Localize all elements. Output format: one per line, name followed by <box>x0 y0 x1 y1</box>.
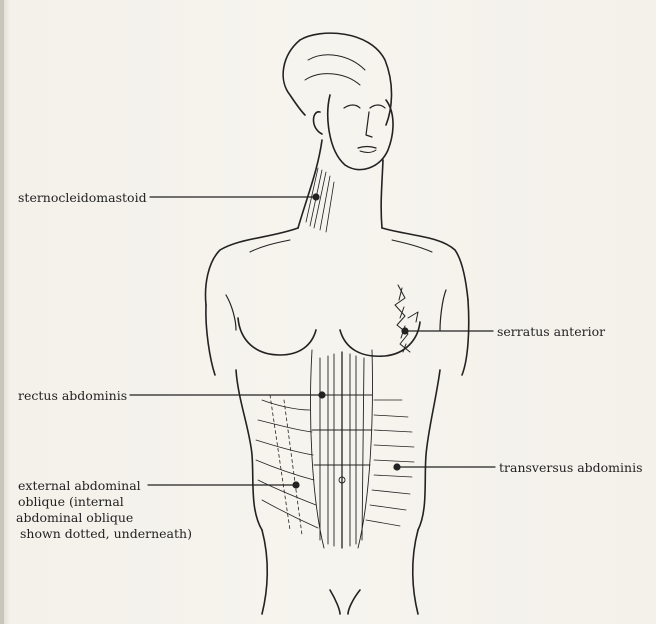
label-external-oblique-line4: shown dotted, underneath) <box>20 526 192 541</box>
rectus-abdominis-muscle <box>311 350 373 548</box>
label-external-oblique-line3: abdominal oblique <box>16 510 133 525</box>
label-transversus-abdominis: transversus abdominis <box>499 460 643 475</box>
label-external-oblique-line2: oblique (internal <box>18 494 124 509</box>
serratus-anterior-muscle <box>395 285 418 352</box>
transversus-abdominis-muscle <box>366 400 414 526</box>
torso-outline <box>206 228 469 614</box>
label-rectus-abdominis: rectus abdominis <box>18 388 127 403</box>
label-serratus-anterior: serratus anterior <box>497 324 605 339</box>
external-oblique-muscle <box>256 395 318 535</box>
neck <box>298 140 383 232</box>
pointer-lines <box>130 194 495 488</box>
head <box>283 33 393 169</box>
label-sternocleidomastoid: sternocleidomastoid <box>18 190 147 205</box>
label-external-oblique-line1: external abdominal <box>18 478 141 493</box>
